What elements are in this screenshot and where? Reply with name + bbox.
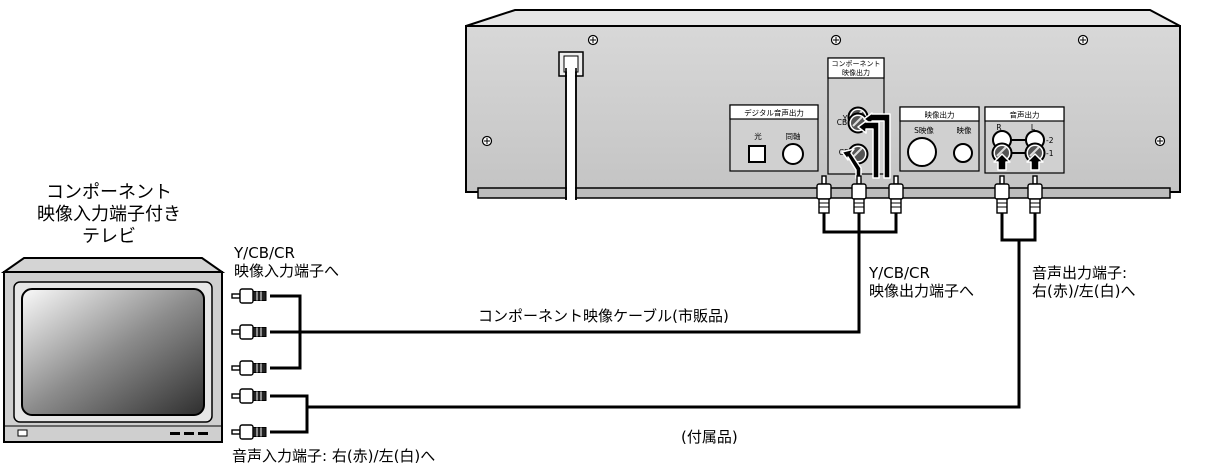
video-jack xyxy=(953,143,973,163)
tv-video-in-line-2: 映像入力端子へ xyxy=(234,262,340,280)
power-cord xyxy=(558,51,584,200)
tv-video-plugs xyxy=(231,288,267,376)
audio-2-label: -2 xyxy=(1046,136,1054,145)
included-cable-label: (付属品) xyxy=(681,428,738,446)
video-out-label: 映像出力 xyxy=(925,110,955,120)
screw-icon xyxy=(481,34,1166,147)
player-rear-panel: デジタル音声出力 光 同軸 コンポーネント 映像出力 Y CB CB CR xyxy=(465,9,1181,200)
jack-y-label: Y xyxy=(842,114,848,123)
tv-title-line-1: コンポーネント xyxy=(46,182,172,203)
optical-jack xyxy=(748,145,766,163)
player-video-out-label: Y/CB/CR 映像出力端子へ xyxy=(869,264,974,300)
jack-cb-label-visible: CB xyxy=(837,118,847,127)
tv-title-line-3: テレビ xyxy=(82,226,136,247)
coaxial-jack xyxy=(782,143,804,165)
video-out-section: 映像出力 S映像 映像 xyxy=(899,106,980,172)
optical-label: 光 xyxy=(754,131,762,141)
component-cable-label: コンポーネント映像ケーブル(市販品) xyxy=(478,307,729,325)
component-cable xyxy=(270,213,898,370)
audio-out-section: 音声出力 R L -2 -1 xyxy=(984,106,1065,174)
tv-title-line-2: 映像入力端子付き xyxy=(37,204,181,225)
included-audio-cable xyxy=(270,213,1037,434)
player-audio-out-line-1: 音声出力端子: xyxy=(1032,264,1128,282)
player-audio-out-line-2: 右(赤)/左(白)へ xyxy=(1032,282,1136,300)
component-out-label-2: 映像出力 xyxy=(842,68,870,77)
audio-r-label: R xyxy=(996,123,1001,132)
coaxial-label: 同軸 xyxy=(786,131,801,141)
audio-1-label: -1 xyxy=(1046,149,1054,158)
arrow-icon xyxy=(841,112,1044,179)
s-video-label: S映像 xyxy=(914,125,934,135)
video-label: 映像 xyxy=(957,125,972,135)
tv-screen xyxy=(21,288,205,416)
tv-video-in-line-1: Y/CB/CR xyxy=(234,244,295,262)
digital-audio-out-label: デジタル音声出力 xyxy=(744,108,804,118)
player-audio-out-label: 音声出力端子: 右(赤)/左(白)へ xyxy=(1032,264,1135,300)
audio-l-label: L xyxy=(1031,123,1036,132)
audio-out-label: 音声出力 xyxy=(1010,110,1040,120)
tv-title: コンポーネント 映像入力端子付き テレビ xyxy=(24,182,194,248)
tv-video-in-label: Y/CB/CR 映像入力端子へ xyxy=(234,244,339,280)
television xyxy=(0,257,226,443)
tv-audio-in-label: 音声入力端子: 右(赤)/左(白)へ xyxy=(232,447,436,465)
player-video-out-line-1: Y/CB/CR xyxy=(869,264,930,282)
component-out-label-1: コンポーネント xyxy=(832,60,881,68)
tv-audio-plugs xyxy=(231,388,267,440)
player-video-out-line-2: 映像出力端子へ xyxy=(869,282,975,300)
s-video-jack xyxy=(907,137,937,167)
digital-audio-out-section: デジタル音声出力 光 同軸 xyxy=(729,104,819,172)
